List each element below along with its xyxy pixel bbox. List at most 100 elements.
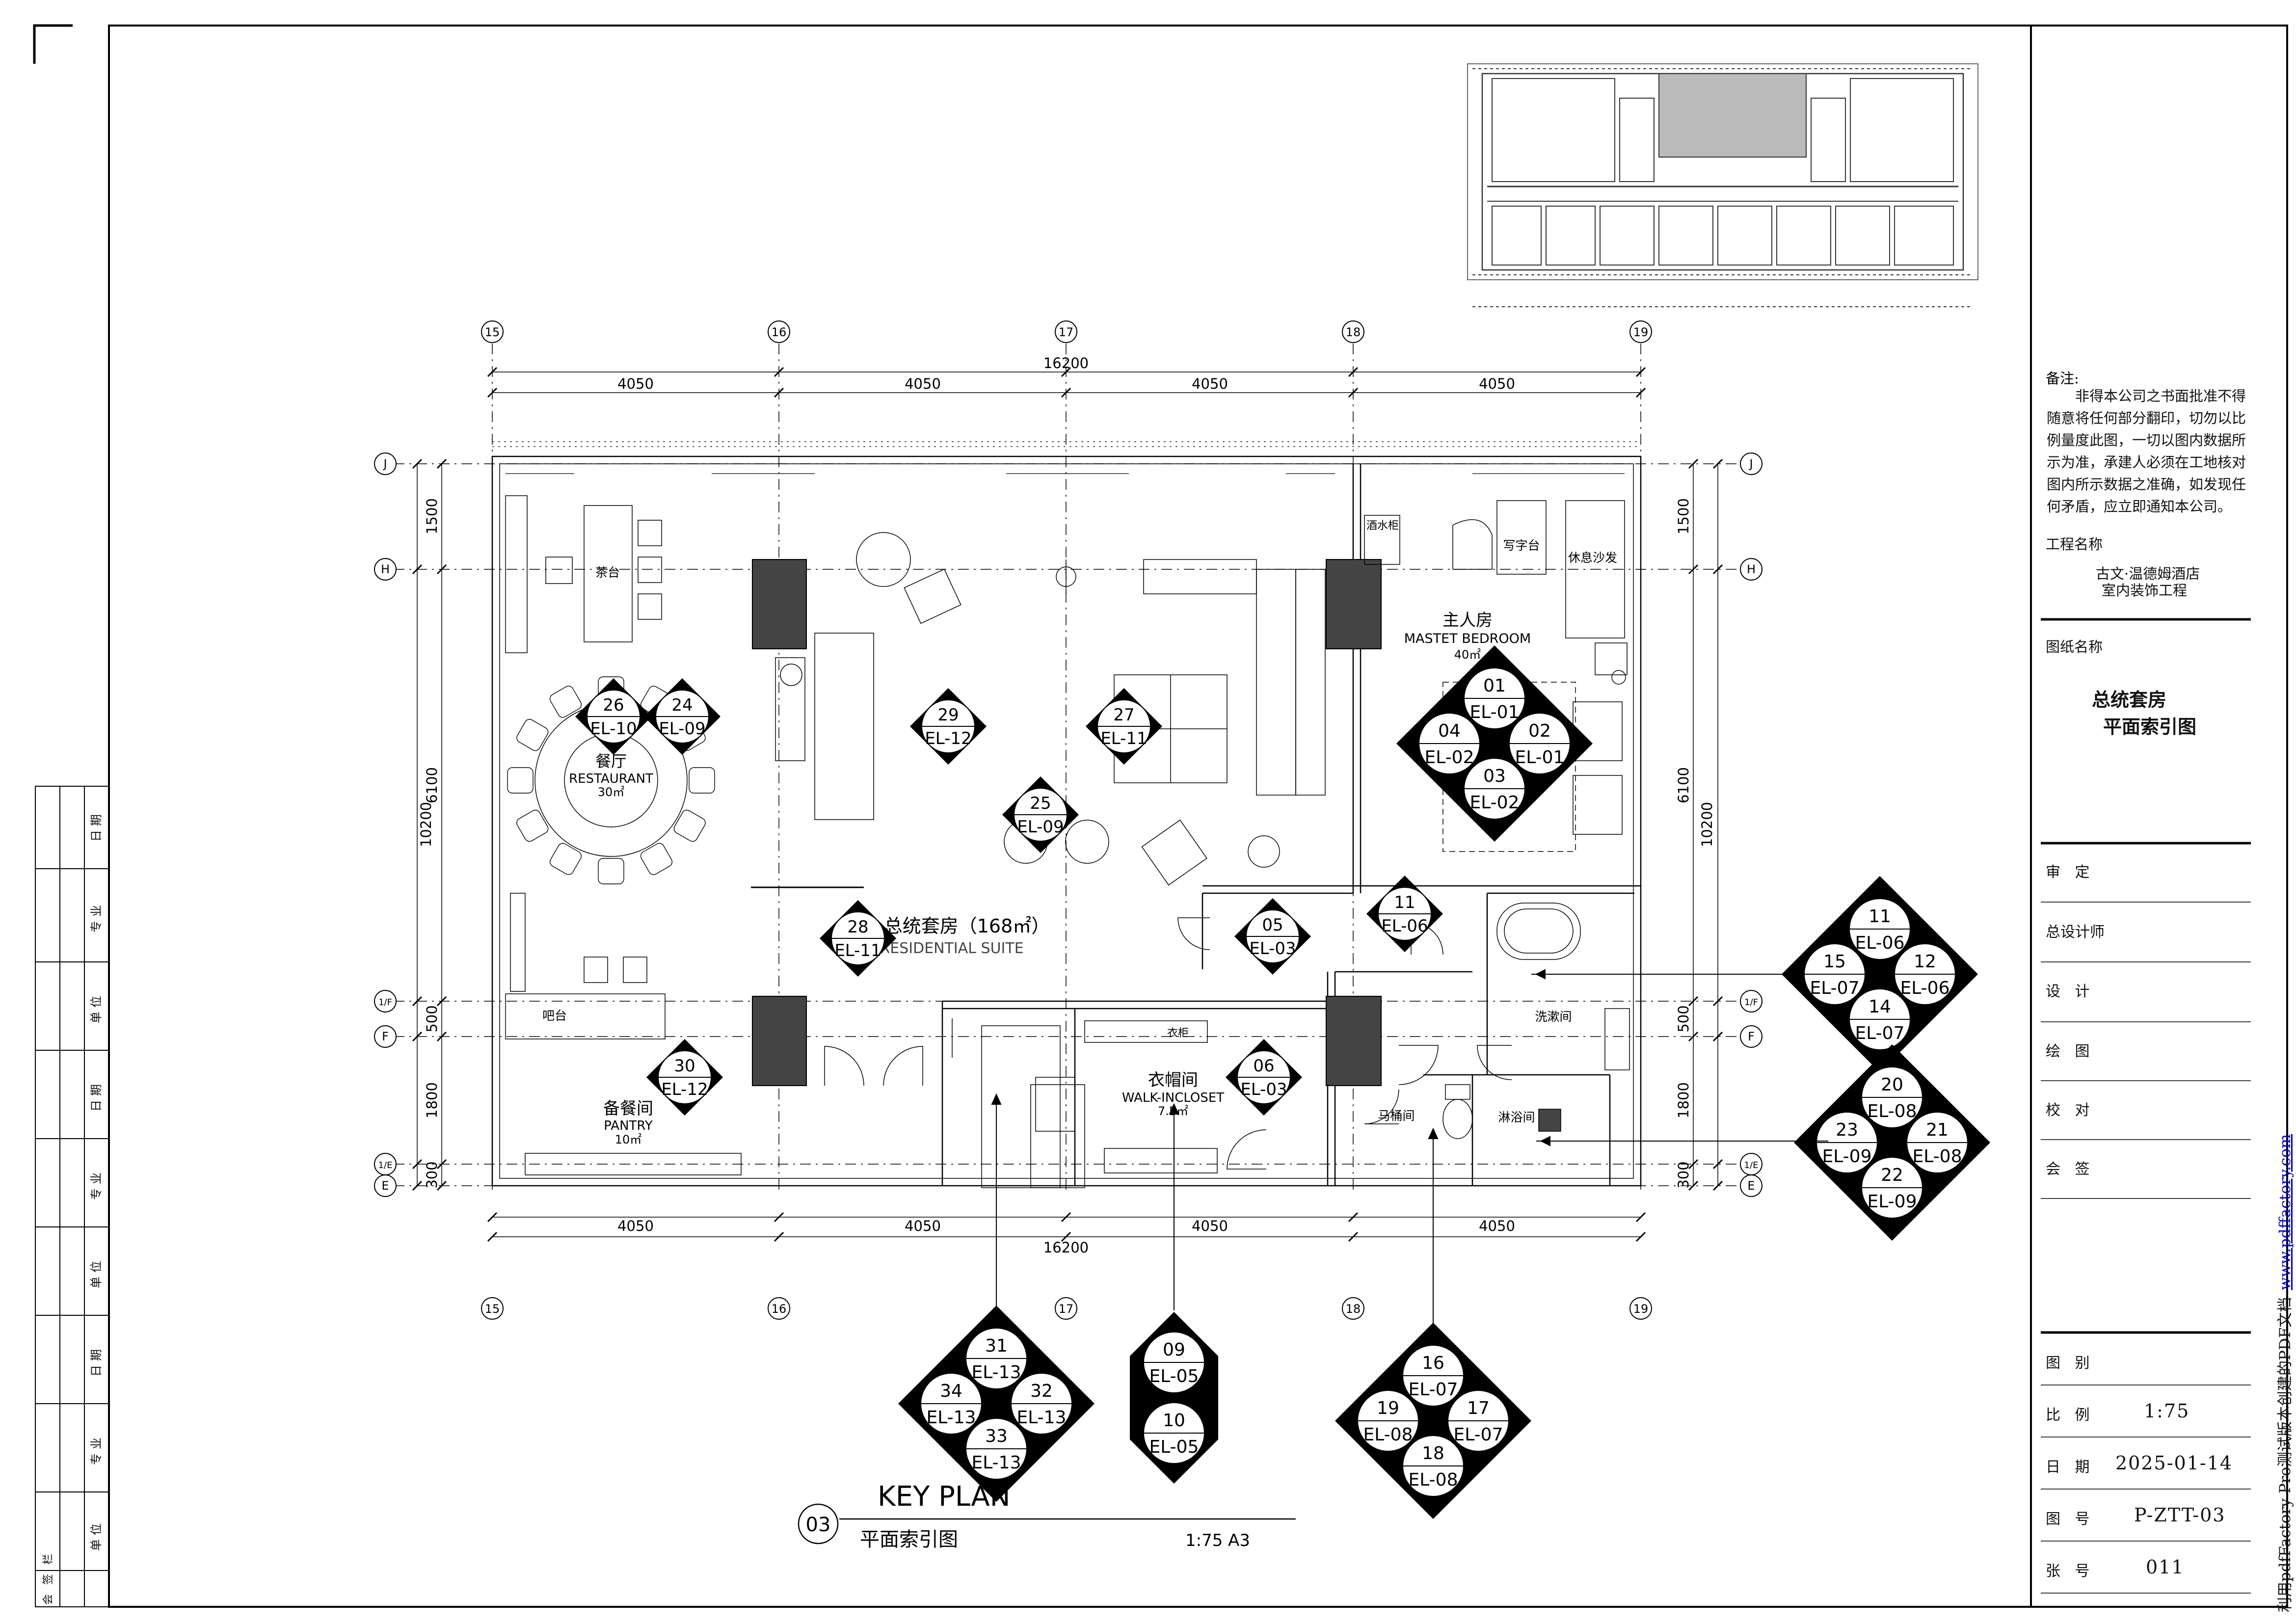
strip-discipline-3: 专业 — [89, 1434, 103, 1465]
marker-ref: EL-01 — [1470, 702, 1520, 722]
axis-bubble-label: E — [1747, 1179, 1755, 1193]
marker-number: 19 — [1377, 1398, 1399, 1418]
marker-ref: EL-07 — [1810, 978, 1860, 998]
marker-number: 16 — [1422, 1353, 1444, 1373]
marker-number: 04 — [1438, 721, 1461, 741]
axis-bubble — [1342, 320, 1364, 343]
marker-ref: EL-08 — [1868, 1101, 1917, 1121]
role-checking: 校 对 — [2046, 1102, 2095, 1119]
dim-tick — [436, 1159, 447, 1170]
marker-number: 11 — [1394, 893, 1415, 912]
watermark-link[interactable]: www.pdffactory.com — [2276, 1134, 2294, 1290]
notes-title: 备注: — [2046, 370, 2079, 387]
axis-bubble-label: 17 — [1059, 325, 1074, 339]
dim-right-seg-3: 500 — [1675, 1005, 1692, 1032]
axis-bubble — [374, 1174, 397, 1197]
dining-chair — [673, 809, 706, 842]
marker-ref: EL-13 — [972, 1453, 1021, 1473]
suite-name: 总统套房（168㎡） — [884, 915, 1050, 937]
marker-number: 10 — [1163, 1411, 1185, 1431]
strip-date-1: 日期 — [89, 810, 103, 842]
project-line-2: 室内装饰工程 — [2102, 582, 2188, 599]
marker-ref: EL-03 — [1240, 1080, 1287, 1099]
role-approve: 审 定 — [2046, 864, 2095, 881]
axis-bubble — [1740, 1174, 1762, 1197]
plan-scale: 1:75 A3 — [1185, 1531, 1250, 1550]
marker-number: 17 — [1467, 1398, 1490, 1418]
axis-bubbles-left: JH1/FF1/EE — [374, 453, 397, 1197]
marker-number: 34 — [940, 1381, 962, 1401]
marker-ref: EL-13 — [927, 1408, 976, 1428]
axis-bubble — [1055, 320, 1077, 343]
watermark-text: 利用pdfFactory Pro测试版本创建的PDF文档 — [2276, 1297, 2294, 1612]
strip-unit-2: 单位 — [89, 1257, 103, 1288]
axis-bubble — [481, 1297, 504, 1320]
axis-bubble — [374, 1025, 397, 1048]
dim-left-total: 10200 — [418, 802, 434, 847]
column — [752, 559, 807, 649]
tea-table-label: 茶台 — [595, 565, 620, 580]
dim-tick — [1061, 387, 1071, 398]
axis-bubble — [1629, 1297, 1652, 1320]
dim-left-seg-2: 6100 — [424, 767, 440, 803]
marker-ref: EL-12 — [925, 729, 971, 748]
marker-ref: EL-12 — [661, 1080, 708, 1099]
drawing-number-value: P-ZTT-03 — [2134, 1504, 2226, 1526]
marker-ref: EL-08 — [1409, 1470, 1458, 1490]
pantry-name: 备餐间 — [603, 1099, 653, 1118]
dim-tick — [436, 564, 447, 575]
axis-bubble-label: 16 — [772, 1302, 787, 1316]
marker-ref: EL-06 — [1855, 933, 1905, 953]
dim-tick — [436, 1180, 447, 1191]
dim-tick — [1061, 367, 1071, 377]
axis-bubble-label: E — [381, 1179, 389, 1193]
drawing-number-label: 图 号 — [2046, 1511, 2095, 1528]
dim-left-seg-5: 300 — [424, 1161, 440, 1188]
role-drafting: 绘 图 — [2046, 1043, 2095, 1060]
dressing-cabinet-label: 衣柜 — [1167, 1027, 1189, 1039]
axis-bubble — [374, 990, 397, 1012]
strip-countersign-title: 会 签 栏 — [42, 1551, 54, 1605]
axis-bubble — [1740, 1025, 1762, 1048]
dim-tick — [1635, 387, 1646, 398]
dim-right-total: 10200 — [1699, 802, 1715, 847]
marker-number: 02 — [1528, 721, 1551, 741]
date-label: 日 期 — [2046, 1459, 2095, 1476]
axis-bubble — [768, 320, 790, 343]
strip-discipline-1: 专业 — [89, 901, 103, 932]
marker-ref: EL-08 — [1363, 1425, 1413, 1445]
sheet-value: 011 — [2146, 1556, 2185, 1578]
window-hatch — [492, 441, 1641, 474]
axis-bubble — [481, 320, 504, 343]
marker-ref: EL-10 — [590, 719, 637, 739]
marker-number: 22 — [1881, 1165, 1903, 1185]
cabinet-label: 酒水柜 — [1366, 520, 1399, 532]
marker-ref: EL-09 — [659, 719, 705, 739]
marker-number: 25 — [1030, 794, 1051, 813]
desk-label: 写字台 — [1503, 538, 1540, 553]
dim-tick — [436, 458, 447, 469]
notes-body: 非得本公司之书面批准不得随意将任何部分翻印，切勿以比例量度此图，一切以图内数据所… — [2047, 388, 2246, 515]
dim-tick — [774, 367, 784, 377]
axis-bubble — [768, 1297, 790, 1320]
marker-number: 32 — [1030, 1381, 1053, 1401]
marker-number: 24 — [671, 695, 693, 715]
pdf-watermark: 利用pdfFactory Pro测试版本创建的PDF文档 www.pdffacto… — [2272, 1134, 2295, 1612]
marker-number: 27 — [1113, 705, 1134, 725]
dim-right-seg-2: 6100 — [1675, 767, 1692, 803]
marker-ref: EL-09 — [1868, 1192, 1917, 1212]
dim-tick — [487, 1212, 498, 1223]
dim-tick — [1688, 1180, 1699, 1191]
dim-bottom-seg-1: 4050 — [617, 1218, 654, 1234]
dining-chair — [689, 767, 715, 794]
marker-number: 26 — [603, 695, 624, 715]
dim-right-seg-1: 1500 — [1675, 498, 1692, 534]
dining-chair — [516, 809, 549, 842]
dim-left-seg-3: 500 — [424, 1005, 440, 1032]
